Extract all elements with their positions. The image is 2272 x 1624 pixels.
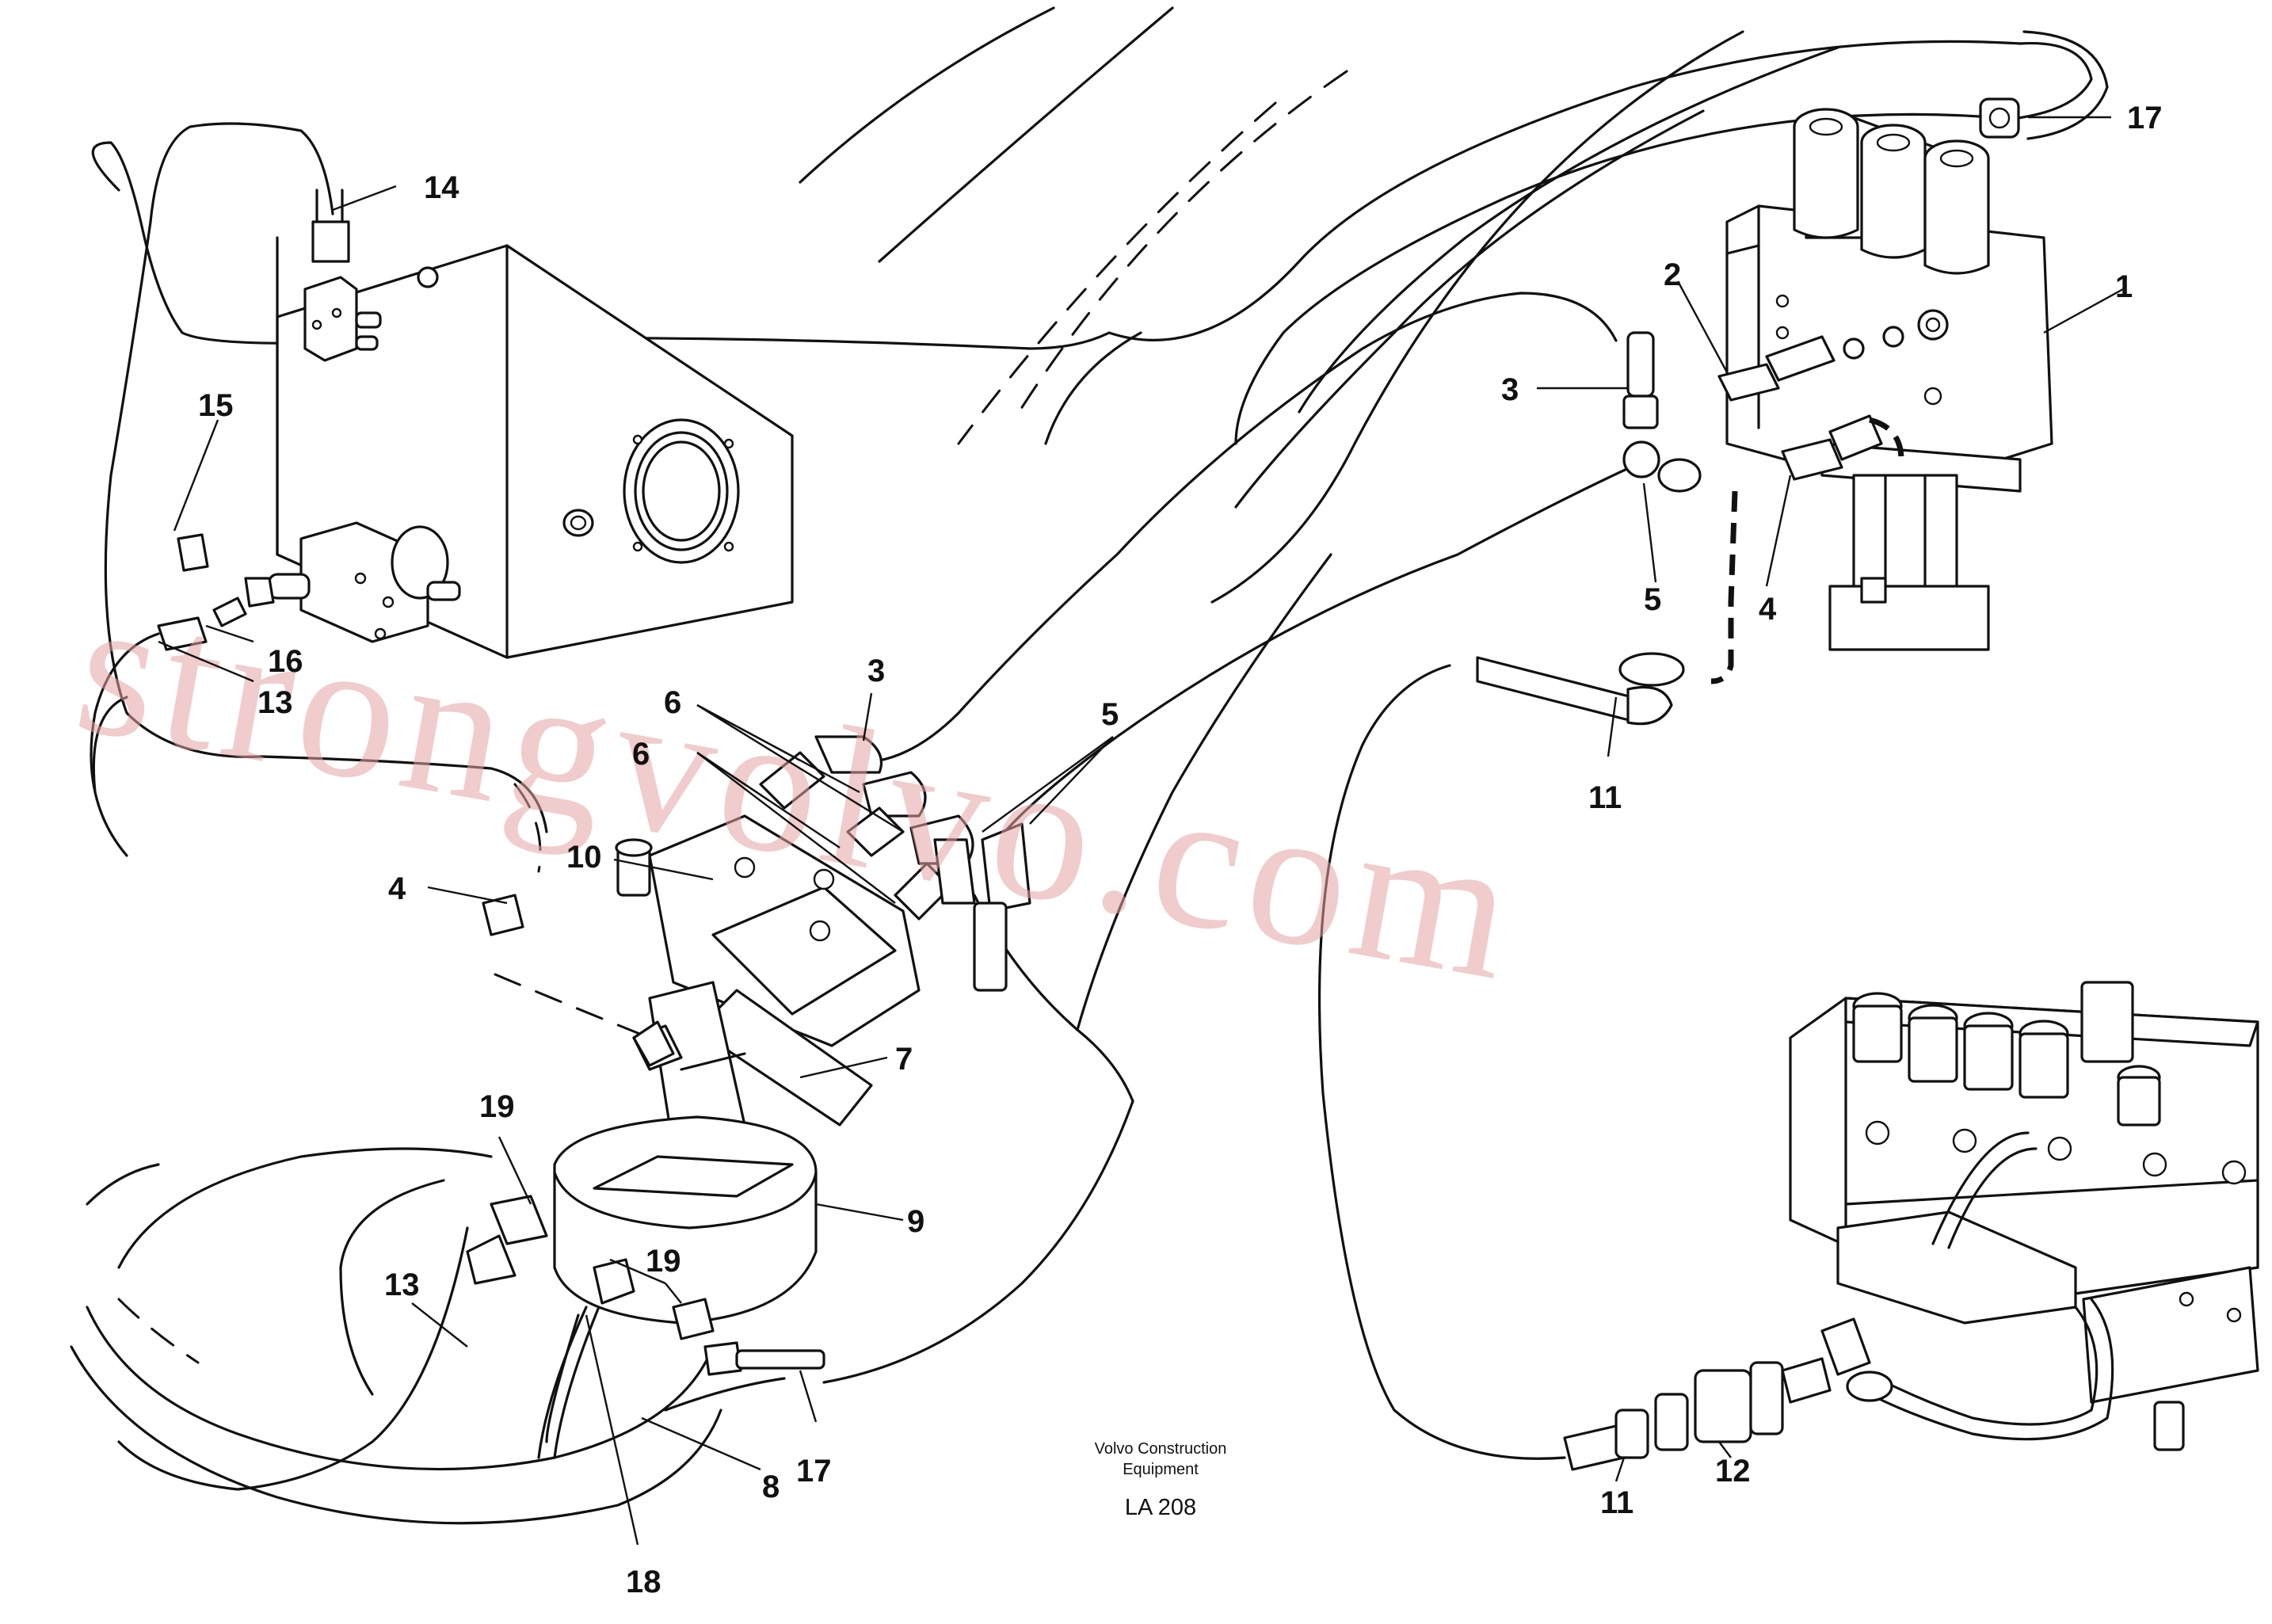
callout-9: 9 bbox=[907, 1204, 924, 1239]
callout-12: 12 bbox=[1715, 1454, 1751, 1489]
small-valve-blocks bbox=[157, 189, 461, 651]
fittings-11-12 bbox=[1563, 1317, 1893, 1471]
callout-10: 10 bbox=[566, 840, 602, 875]
main-control-valve bbox=[1789, 981, 2259, 1451]
callout-6-lower: 6 bbox=[632, 737, 650, 772]
hose-4-dashed bbox=[1710, 490, 1738, 684]
callout-6-upper: 6 bbox=[664, 685, 681, 720]
callout-14: 14 bbox=[424, 170, 459, 205]
callout-5-right: 5 bbox=[1644, 582, 1661, 617]
callout-5-centre: 5 bbox=[1101, 697, 1119, 732]
callout-17-bottom: 17 bbox=[796, 1454, 832, 1489]
callout-17-top: 17 bbox=[2127, 101, 2163, 135]
callout-11-mid: 11 bbox=[1588, 780, 1622, 815]
caption-line-1: Volvo Construction bbox=[1095, 1440, 1227, 1458]
callout-4-left: 4 bbox=[388, 871, 406, 906]
callout-15: 15 bbox=[198, 388, 234, 423]
drawing-code: LA 208 bbox=[1125, 1495, 1196, 1520]
leader-lines bbox=[158, 116, 2124, 1546]
hydraulic-motor bbox=[553, 814, 921, 1325]
brake-valve-unit bbox=[1725, 108, 2053, 651]
callout-13-top: 13 bbox=[257, 685, 293, 720]
callout-3-centre: 3 bbox=[867, 654, 885, 688]
callout-18: 18 bbox=[626, 1565, 661, 1599]
callout-4-right: 4 bbox=[1759, 592, 1777, 627]
valve-fittings bbox=[1476, 97, 2020, 726]
callout-7: 7 bbox=[895, 1042, 913, 1077]
caption-line-2: Equipment bbox=[1123, 1461, 1199, 1478]
caption: Volvo Construction Equipment LA 208 bbox=[1095, 1440, 1227, 1520]
callout-numbers: 17 1 2 3 5 4 11 14 15 16 13 3 6 6 5 10 4… bbox=[198, 101, 2163, 1599]
callout-2: 2 bbox=[1664, 257, 1681, 292]
callout-19-left: 19 bbox=[479, 1089, 515, 1124]
slewing-base bbox=[70, 1147, 786, 1525]
motor-fittings bbox=[466, 735, 1031, 1376]
callout-8: 8 bbox=[762, 1470, 780, 1504]
callout-1: 1 bbox=[2115, 269, 2133, 304]
callout-13-bottom: 13 bbox=[384, 1268, 420, 1302]
hose-4-dashed-upper bbox=[1869, 417, 1904, 460]
callout-11-bottom: 11 bbox=[1600, 1485, 1633, 1520]
callout-3-right: 3 bbox=[1501, 372, 1519, 407]
callout-19-centre: 19 bbox=[646, 1244, 681, 1279]
callout-16: 16 bbox=[268, 644, 303, 679]
